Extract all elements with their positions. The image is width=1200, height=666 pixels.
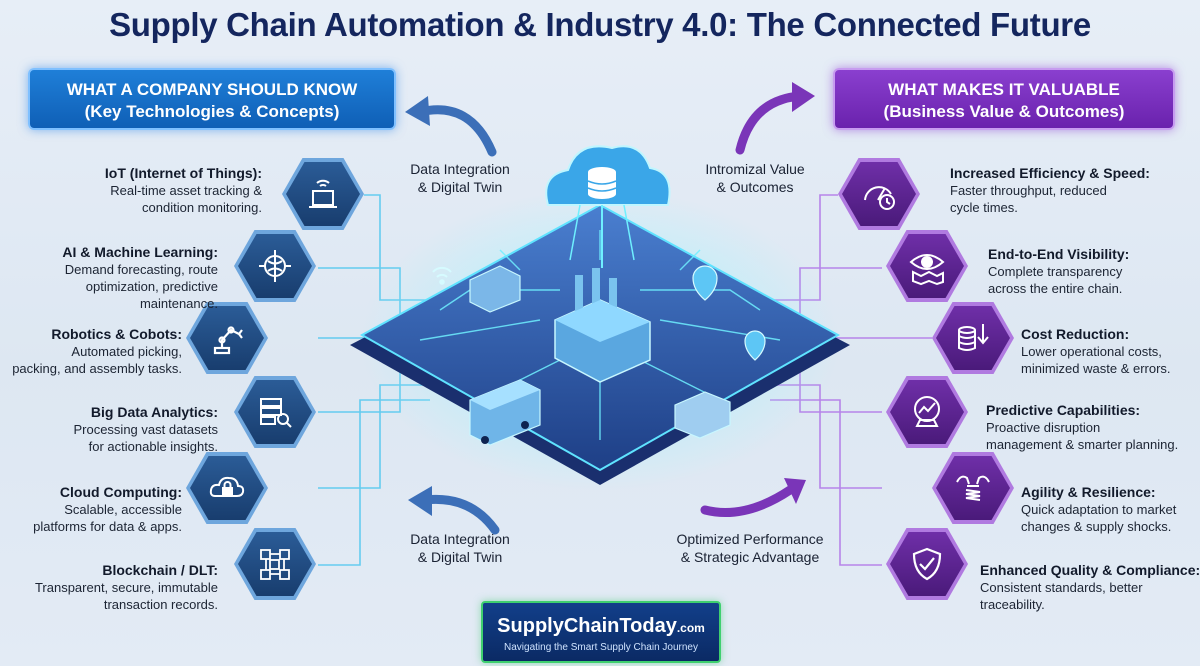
item-line: for actionable insights. (88, 439, 218, 454)
left-item-ai: AI & Machine Learning: Demand forecastin… (8, 244, 218, 312)
item-line: Transparent, secure, immutable (34, 580, 218, 595)
item-line: traceability. (980, 597, 1045, 612)
left-item-iot: IoT (Internet of Things): Real-time asse… (20, 165, 262, 216)
cloud-lock-icon (186, 452, 268, 524)
item-line: Real-time asset tracking & (110, 183, 262, 198)
left-item-bigdata: Big Data Analytics: Processing vast data… (8, 404, 218, 455)
item-heading: End-to-End Visibility: (988, 246, 1130, 262)
item-line: Demand forecasting, route (64, 262, 218, 277)
brand-name: SupplyChainToday.com (483, 615, 719, 638)
flow-label-line: Data Integration (410, 161, 510, 177)
right-item-quality: Enhanced Quality & Compliance: Consisten… (980, 562, 1200, 613)
item-heading: Enhanced Quality & Compliance: (980, 562, 1200, 578)
right-header-line1: WHAT MAKES IT VALUABLE (888, 80, 1120, 99)
item-heading: Cost Reduction: (1021, 326, 1130, 342)
item-line: cycle times. (950, 200, 1018, 215)
item-line: maintenance. (139, 296, 218, 311)
left-header-line1: WHAT A COMPANY SHOULD KNOW (66, 80, 358, 99)
item-heading: Big Data Analytics: (90, 404, 218, 420)
right-item-cost: Cost Reduction: Lower operational costs,… (1021, 326, 1200, 377)
right-item-visibility: End-to-End Visibility: Complete transpar… (988, 246, 1198, 297)
brand-name-text: SupplyChainToday (497, 615, 677, 637)
right-header-line2: (Business Value & Outcomes) (883, 102, 1125, 121)
flow-label-line: Optimized Performance (676, 531, 824, 547)
item-line: across the entire chain. (988, 281, 1123, 296)
item-heading: Predictive Capabilities: (986, 402, 1141, 418)
item-line: packing, and assembly tasks. (12, 361, 182, 376)
item-line: Scalable, accessible (64, 502, 182, 517)
flow-arrow-bottom-right (700, 478, 806, 517)
item-line: Faster throughput, reduced (950, 183, 1107, 198)
right-item-efficiency: Increased Efficiency & Speed: Faster thr… (950, 165, 1195, 216)
page-title: Supply Chain Automation & Industry 4.0: … (109, 6, 1091, 43)
shield-check-icon (886, 528, 968, 600)
flow-label-line: Data Integration (410, 531, 510, 547)
left-item-robotics: Robotics & Cobots: Automated picking, pa… (0, 326, 182, 377)
flow-label-top-right: Intromizal Value & Outcomes (690, 160, 820, 196)
item-line: Lower operational costs, (1021, 344, 1162, 359)
item-line: Processing vast datasets (73, 422, 218, 437)
item-line: optimization, predictive (85, 279, 218, 294)
truck-icon (469, 379, 541, 446)
flow-label-line: Intromizal Value (705, 161, 805, 177)
item-heading: Increased Efficiency & Speed: (950, 165, 1150, 181)
flexing-spring-icon (932, 452, 1014, 524)
flow-arrow-top-right (735, 82, 815, 155)
server-magnifier-icon (234, 376, 316, 448)
item-line: Quick adaptation to market (1021, 502, 1177, 517)
item-line: changes & supply shocks. (1021, 519, 1172, 534)
coins-down-arrow-icon (932, 302, 1014, 374)
item-heading: Cloud Computing: (59, 484, 182, 500)
wifi-icon (432, 266, 452, 285)
item-line: Automated picking, (71, 344, 182, 359)
eye-map-icon (886, 230, 968, 302)
left-item-cloud: Cloud Computing: Scalable, accessible pl… (0, 484, 182, 535)
factory-icon (554, 268, 651, 383)
robot-arm-icon (186, 302, 268, 374)
flow-label-line: & Digital Twin (417, 549, 503, 565)
crystal-ball-icon (886, 376, 968, 448)
left-section-header: WHAT A COMPANY SHOULD KNOW (Key Technolo… (28, 68, 396, 130)
flow-label-bottom-left: Data Integration & Digital Twin (395, 530, 525, 566)
item-heading: AI & Machine Learning: (62, 244, 218, 260)
flow-arrow-bottom-left (408, 486, 500, 535)
flow-label-top-left: Data Integration & Digital Twin (395, 160, 525, 196)
warehouse-icon (469, 265, 731, 439)
left-item-blockchain: Blockchain / DLT: Transparent, secure, i… (8, 562, 218, 613)
item-heading: Blockchain / DLT: (102, 562, 218, 578)
item-line: condition monitoring. (142, 200, 262, 215)
flow-arrow-top-left (405, 96, 497, 157)
brand-logo: SupplyChainToday.com Navigating the Smar… (481, 601, 721, 663)
speedometer-clock-icon (838, 158, 920, 230)
flow-label-line: & Outcomes (716, 179, 794, 195)
flow-label-bottom-right: Optimized Performance & Strategic Advant… (660, 530, 840, 566)
item-heading: Agility & Resilience: (1021, 484, 1156, 500)
right-section-header: WHAT MAKES IT VALUABLE (Business Value &… (833, 68, 1175, 130)
left-header-line2: (Key Technologies & Concepts) (84, 102, 340, 121)
item-line: transaction records. (103, 597, 218, 612)
item-line: minimized waste & errors. (1021, 361, 1171, 376)
item-line: Consistent standards, better (980, 580, 1143, 595)
item-heading: Robotics & Cobots: (51, 326, 182, 342)
location-pin-icon (692, 265, 766, 361)
item-line: management & smarter planning. (986, 437, 1179, 452)
flow-label-line: & Digital Twin (417, 179, 503, 195)
cloud-database-icon (545, 145, 671, 268)
item-line: Complete transparency (988, 264, 1123, 279)
right-item-predictive: Predictive Capabilities: Proactive disru… (986, 402, 1200, 453)
brand-suffix: .com (676, 621, 705, 635)
brand-tagline: Navigating the Smart Supply Chain Journe… (504, 642, 698, 653)
item-line: platforms for data & apps. (33, 519, 182, 534)
item-heading: IoT (Internet of Things): (104, 165, 262, 181)
flow-label-line: & Strategic Advantage (680, 549, 820, 565)
right-item-agility: Agility & Resilience: Quick adaptation t… (1021, 484, 1200, 535)
item-line: Proactive disruption (986, 420, 1101, 435)
